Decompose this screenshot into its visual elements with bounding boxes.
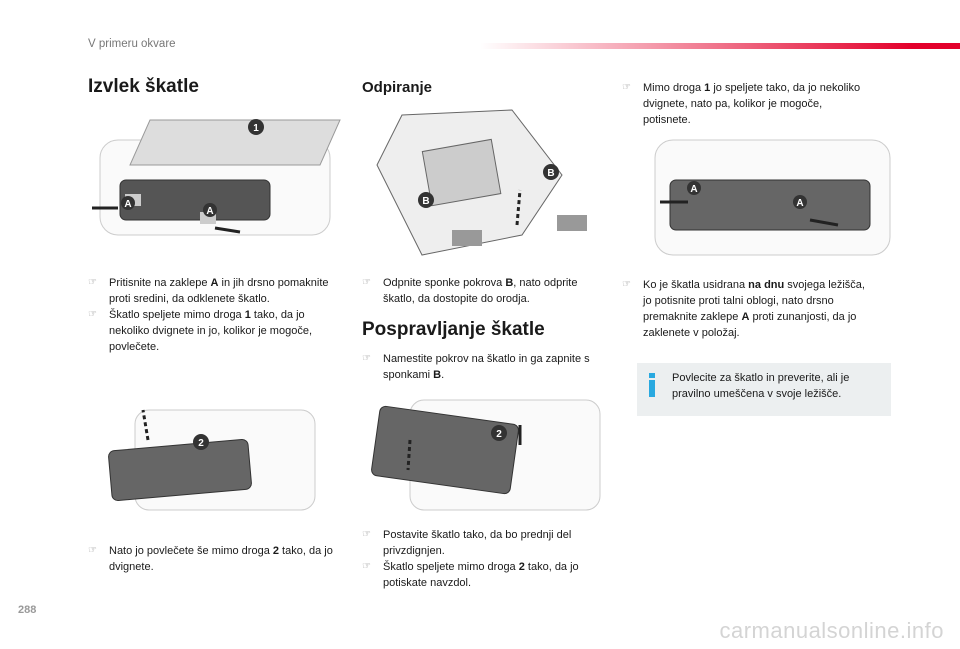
bullets: ☞ Nato jo povlečete še mimo droga 2 tako,… [88,543,350,575]
text: Škatlo speljete mimo droga [109,309,245,321]
text: in jih drsno pomaknite proti sredini, da… [109,277,329,305]
svg-text:1: 1 [253,123,259,134]
text: tako, da jo nekoliko dvignete in jo, kol… [109,309,313,353]
pointing-hand-icon: ☞ [88,545,97,556]
pointing-hand-icon: ☞ [622,279,631,290]
bullet-item: ☞ Namestite pokrov na škatlo in ga zapnit… [362,351,617,383]
info-text: Povlecite za škatlo in preverite, ali je… [672,372,850,400]
bullet-item: ☞ Škatlo speljete mimo droga 1 tako, da j… [88,307,343,355]
pointing-hand-icon: ☞ [362,353,371,364]
bold-text: na dnu [748,279,785,291]
text: Ko je škatla usidrana [643,279,749,291]
bold-text: A [210,277,219,289]
illustration-unlock-box: A A 1 [92,119,341,236]
svg-text:2: 2 [496,429,502,440]
info-icon [649,373,655,397]
bullets: ☞ Odpnite sponke pokrova B, nato odprite … [362,275,612,307]
text: , nato odprite škatlo, da dostopite do o… [383,277,578,305]
text: Namestite pokrov na škatlo in ga zapnite… [383,353,590,381]
bullets: ☞ Mimo droga 1 jo speljete tako, da jo ne… [622,80,872,128]
svg-text:A: A [124,199,131,210]
text: Postavite škatlo tako, da bo prednji del… [383,529,572,557]
text: Pritisnite na zaklepe [109,277,211,289]
pointing-hand-icon: ☞ [362,561,371,572]
illustration-open-box: B B [376,109,587,256]
bullets: ☞ Ko je škatla usidrana na dnu svojega le… [622,277,872,341]
bold-text: 2 [272,545,279,557]
header-accent-bar [480,43,960,49]
bullet-item: ☞ Ko je škatla usidrana na dnu svojega le… [622,277,872,341]
svg-text:A: A [796,198,803,209]
svg-text:A: A [206,206,213,217]
bold-text: 2 [518,561,525,573]
svg-text:A: A [690,184,697,195]
text: svojega ležišča, jo potisnite proti taln… [643,279,865,323]
bold-text: B [505,277,514,289]
svg-text:B: B [547,168,554,179]
bold-text: 1 [704,82,711,94]
illustration-lock-box: A A [654,139,891,256]
bullets: ☞ Postavite škatlo tako, da bo prednji de… [362,527,612,591]
pointing-hand-icon: ☞ [362,277,371,288]
illustration-lift-box: 2 [108,409,316,511]
text: Škatlo speljete mimo droga [383,561,519,573]
text: proti zunanjosti, da jo zaklenete v polo… [643,311,857,339]
text: Mimo droga [643,82,705,94]
pointing-hand-icon: ☞ [88,309,97,320]
text: jo speljete tako, da jo nekoliko dvignet… [643,82,861,126]
pointing-hand-icon: ☞ [88,277,97,288]
bullet-item: ☞ Postavite škatlo tako, da bo prednji de… [362,527,612,559]
section-header: V primeru okvare [88,38,176,50]
text: tako, da jo dvignete. [109,545,333,573]
text: Odpnite sponke pokrova [383,277,506,289]
page-number: 288 [18,604,37,616]
heading-opening: Odpiranje [362,79,433,96]
info-box: Povlecite za škatlo in preverite, ali je… [637,363,891,416]
text: tako, da jo potiskate navzdol. [383,561,579,589]
bullet-item: ☞ Škatlo speljete mimo droga 2 tako, da j… [362,559,612,591]
pointing-hand-icon: ☞ [362,529,371,540]
bold-text: A [741,311,750,323]
text: . [441,369,445,381]
svg-text:2: 2 [198,438,204,449]
illustration-store-box: 2 [371,399,601,511]
bold-text: 1 [244,309,251,321]
text: Nato jo povlečete še mimo droga [109,545,273,557]
pointing-hand-icon: ☞ [622,82,631,93]
bullet-item: ☞ Nato jo povlečete še mimo droga 2 tako,… [88,543,350,575]
watermark: carmanualsonline.info [719,618,944,643]
svg-text:B: B [422,196,429,207]
bullet-item: ☞ Pritisnite na zaklepe A in jih drsno po… [88,275,343,307]
bold-text: B [433,369,442,381]
bullet-item: ☞ Odpnite sponke pokrova B, nato odprite … [362,275,612,307]
heading-storing: Pospravljanje škatle [362,319,545,340]
bullets: ☞ Namestite pokrov na škatlo in ga zapnit… [362,351,617,383]
heading-extraction: Izvlek škatle [88,76,199,97]
bullets: ☞ Pritisnite na zaklepe A in jih drsno po… [88,275,343,355]
bullet-item: ☞ Mimo droga 1 jo speljete tako, da jo ne… [622,80,872,128]
